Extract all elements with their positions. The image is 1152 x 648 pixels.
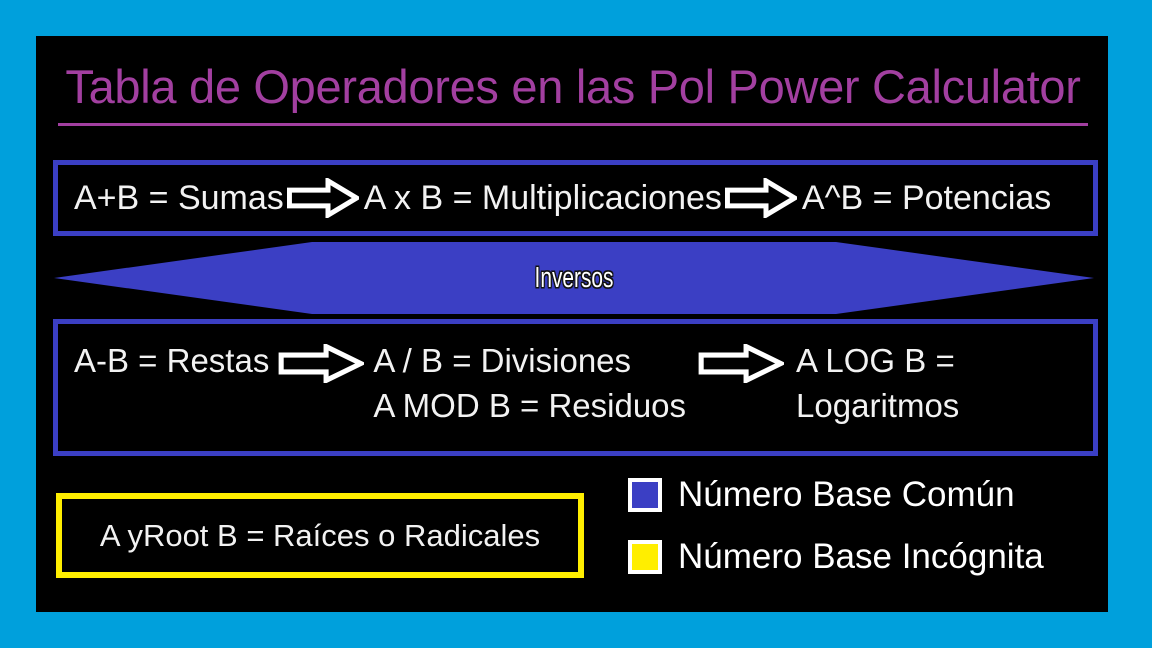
- legend: Número Base Común Número Base Incógnita: [628, 464, 1098, 588]
- legend-swatch-yellow: [628, 540, 662, 574]
- inversos-label: Inversos: [534, 261, 614, 294]
- slide-panel: Tabla de Operadores en las Pol Power Cal…: [36, 36, 1108, 612]
- legend-swatch-blue: [628, 478, 662, 512]
- operator-box-raices: A yRoot B = Raíces o Radicales: [56, 493, 584, 578]
- legend-item-comun: Número Base Común: [628, 464, 1098, 526]
- legend-label-incognita: Número Base Incógnita: [678, 537, 1044, 576]
- arrow-divisiones-to-logaritmos: [686, 344, 796, 383]
- operator-sumas: A+B = Sumas: [74, 178, 284, 217]
- operator-restas: A-B = Restas: [74, 342, 270, 379]
- operator-yroot: A yRoot B = Raíces o Radicales: [99, 517, 541, 553]
- operator-divisiones-residuos: A / B = Divisiones A MOD B = Residuos: [373, 342, 687, 424]
- arrow-multiplicaciones-to-potencias: [722, 178, 800, 218]
- arrow-restas-to-divisiones: [269, 344, 373, 383]
- operator-potencias: A^B = Potencias: [801, 178, 1052, 217]
- double-headed-arrow-icon: [54, 242, 1094, 314]
- legend-label-comun: Número Base Común: [678, 475, 1015, 514]
- arrow-sumas-to-multiplicaciones: [284, 178, 362, 218]
- operator-row-inverse: A-B = Restas A / B = Divisiones A MOD B …: [53, 319, 1098, 456]
- inversos-banner: Inversos: [54, 240, 1094, 316]
- legend-item-incognita: Número Base Incógnita: [628, 526, 1098, 588]
- operator-row-direct: A+B = Sumas A x B = Multiplicaciones A^B…: [53, 160, 1098, 236]
- operator-multiplicaciones: A x B = Multiplicaciones: [363, 178, 722, 217]
- operator-logaritmos: A LOG B = Logaritmos: [796, 342, 960, 424]
- page-title: Tabla de Operadores en las Pol Power Cal…: [58, 58, 1088, 126]
